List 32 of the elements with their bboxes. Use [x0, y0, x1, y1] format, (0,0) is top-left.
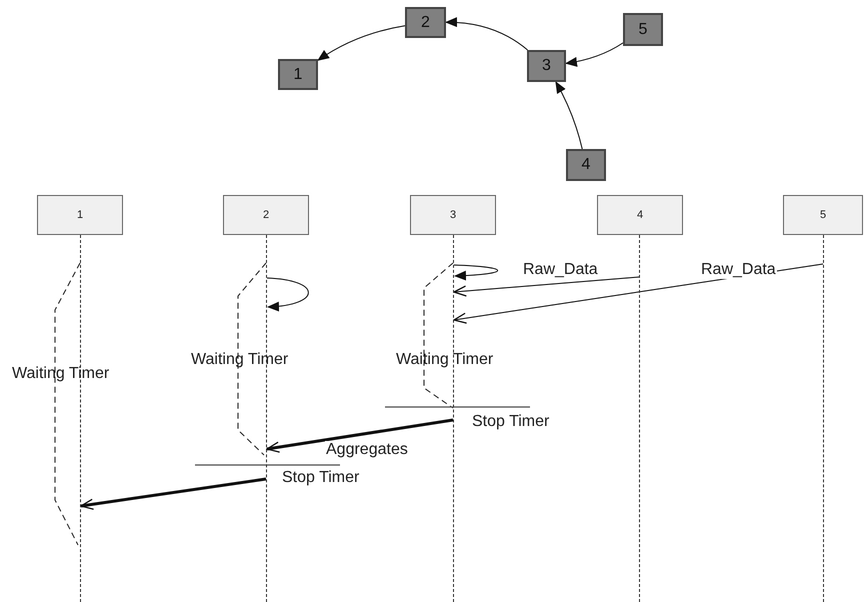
graph-node-box: 3: [527, 50, 566, 82]
arrow: [80, 478, 266, 510]
timer-label: Waiting Timer: [396, 351, 494, 369]
lifeline-header-box: 3: [410, 195, 496, 235]
lifeline: [266, 235, 267, 602]
arrow: [565, 42, 624, 67]
lifeline: [453, 235, 454, 602]
arrow: [555, 81, 583, 150]
lifeline: [639, 235, 640, 602]
graph-node-box: 5: [623, 13, 663, 46]
lifeline-header-box: 5: [783, 195, 863, 235]
arrow: [317, 25, 406, 61]
lifeline-header-box: 2: [223, 195, 309, 235]
lifeline: [80, 235, 81, 602]
arrow: [266, 418, 454, 453]
arrow: [266, 278, 309, 312]
graph-node-box: 1: [278, 59, 318, 90]
arrow: [445, 17, 528, 50]
graph-node-box: 2: [405, 7, 446, 38]
arrow: [454, 264, 498, 280]
timer-label: Waiting Timer: [12, 365, 110, 383]
arrow: [453, 276, 640, 297]
lifeline: [823, 235, 824, 602]
timer-label: Stop Timer: [282, 469, 360, 487]
timer-label: Stop Timer: [472, 413, 550, 431]
lifeline-header-box: 1: [37, 195, 123, 235]
edge-label: Raw_Data: [700, 261, 777, 279]
timer-label: Waiting Timer: [191, 351, 288, 369]
edge-label: Raw_Data: [522, 261, 599, 279]
edge-label: Aggregates: [325, 441, 409, 459]
lifeline-header-box: 4: [597, 195, 683, 235]
graph-node-box: 4: [566, 149, 606, 181]
